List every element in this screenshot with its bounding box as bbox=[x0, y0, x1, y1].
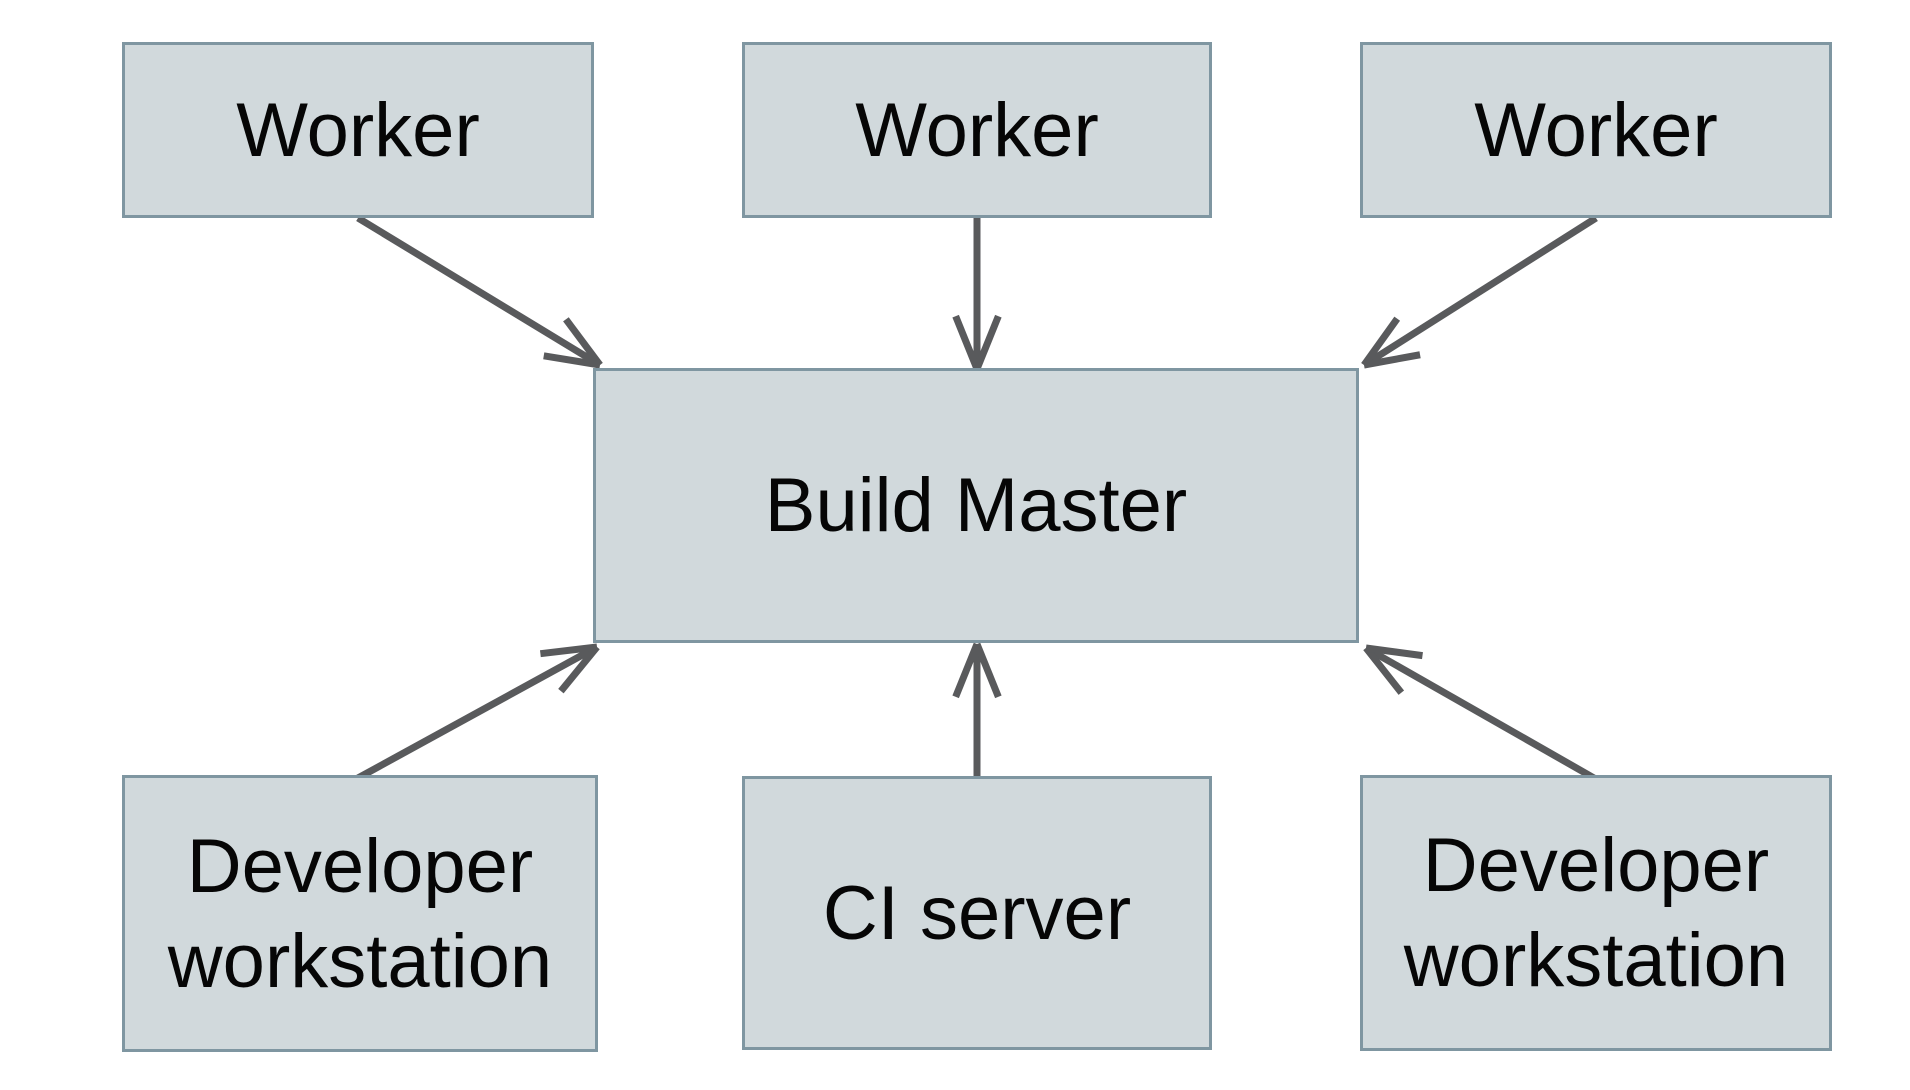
node-build-master: Build Master bbox=[593, 368, 1359, 643]
arrowhead-barb bbox=[543, 352, 601, 369]
arrow-worker1-to-build_master bbox=[356, 215, 603, 369]
arrow-worker3-to-build_master bbox=[1361, 215, 1598, 369]
arrow-shaft bbox=[1364, 644, 1596, 782]
arrowhead-barb bbox=[1361, 316, 1401, 368]
node-developer-workstation-2-label: Developer workstation bbox=[1403, 823, 1789, 1003]
arrowhead-barb bbox=[973, 642, 1002, 699]
arrowhead-barb bbox=[1365, 644, 1423, 660]
arrowhead-barb bbox=[563, 317, 603, 368]
node-worker-2: Worker bbox=[742, 42, 1212, 218]
node-build-master-label: Build Master bbox=[764, 463, 1188, 548]
node-developer-workstation-2: Developer workstation bbox=[1360, 775, 1832, 1051]
arrowhead-barb bbox=[952, 314, 981, 371]
arrow-worker2-to-build_master bbox=[952, 218, 1002, 371]
arrowhead-barb bbox=[1363, 351, 1421, 369]
arrow-shaft bbox=[1362, 215, 1598, 368]
arrowhead-barb bbox=[539, 643, 598, 658]
node-ci-server: CI server bbox=[742, 776, 1212, 1050]
arrowhead-barb bbox=[558, 644, 600, 694]
arrow-dev2-to-build_master bbox=[1363, 644, 1596, 782]
node-worker-3-label: Worker bbox=[1474, 87, 1718, 173]
arrowhead-barb bbox=[1363, 645, 1405, 695]
node-ci-server-label: CI server bbox=[822, 870, 1132, 956]
arrow-shaft bbox=[356, 643, 599, 782]
node-developer-workstation-1-label: Developer workstation bbox=[167, 823, 553, 1004]
arrow-shaft bbox=[356, 215, 602, 368]
arrowhead-barb bbox=[952, 642, 981, 699]
node-worker-1: Worker bbox=[122, 42, 594, 218]
arrow-dev1-to-build_master bbox=[356, 643, 600, 782]
node-worker-2-label: Worker bbox=[855, 87, 1099, 173]
node-developer-workstation-1: Developer workstation bbox=[122, 775, 598, 1052]
arrowhead-barb bbox=[973, 314, 1002, 371]
node-worker-1-label: Worker bbox=[236, 87, 480, 173]
node-worker-3: Worker bbox=[1360, 42, 1832, 218]
arrow-ci-to-build_master bbox=[952, 642, 1002, 777]
